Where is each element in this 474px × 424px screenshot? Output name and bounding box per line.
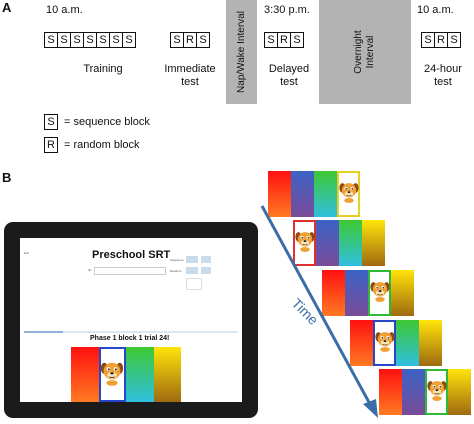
sequence-block: S bbox=[196, 32, 210, 48]
sequence-field[interactable] bbox=[186, 256, 198, 263]
dog-icon bbox=[293, 229, 317, 258]
legend-sequence-text: = sequence block bbox=[64, 116, 150, 128]
random-block: R bbox=[277, 32, 291, 48]
immediate-test-label: Immediate test bbox=[164, 63, 216, 88]
color-card-yellow[interactable] bbox=[153, 347, 181, 402]
random-field[interactable] bbox=[186, 267, 198, 274]
color-card-blue[interactable] bbox=[345, 270, 368, 316]
random-field-2[interactable] bbox=[201, 267, 211, 274]
time-label-24hour: 10 a.m. bbox=[417, 4, 454, 16]
sequence-field-2[interactable] bbox=[201, 256, 211, 263]
progress-bar-fill bbox=[24, 331, 63, 333]
dog-icon bbox=[337, 180, 361, 209]
small-panel bbox=[186, 278, 202, 290]
color-card-yellow[interactable] bbox=[448, 369, 471, 415]
color-card-blue[interactable] bbox=[316, 220, 339, 266]
color-card-yellow[interactable] bbox=[391, 270, 414, 316]
target-card-green[interactable] bbox=[425, 369, 448, 415]
dog-icon bbox=[98, 358, 126, 391]
progress-bar bbox=[24, 331, 238, 333]
delayed-test-label: Delayed test bbox=[268, 63, 310, 88]
sequence-block: S bbox=[122, 32, 136, 48]
trial-row-3 bbox=[322, 270, 414, 316]
color-card-red[interactable] bbox=[379, 369, 402, 415]
sequence-block: S bbox=[290, 32, 304, 48]
time-label-delayed: 3:30 p.m. bbox=[264, 4, 310, 16]
sequence-block: S bbox=[447, 32, 461, 48]
color-card-blue[interactable] bbox=[402, 369, 425, 415]
app-title: Preschool SRT bbox=[92, 249, 171, 261]
id-label: ID: bbox=[88, 268, 92, 272]
panel-b-letter: B bbox=[2, 170, 12, 185]
exit-button[interactable]: Exit bbox=[24, 251, 30, 255]
color-card-green[interactable] bbox=[396, 320, 419, 366]
sequence-label: Sequence bbox=[170, 258, 184, 262]
panel-a-letter: A bbox=[2, 0, 12, 15]
trial-row-2 bbox=[293, 220, 385, 266]
dog-icon bbox=[373, 329, 397, 358]
target-card-blue[interactable] bbox=[373, 320, 396, 366]
color-card-yellow[interactable] bbox=[362, 220, 385, 266]
color-card-red[interactable] bbox=[350, 320, 373, 366]
trial-row-5 bbox=[379, 369, 471, 415]
color-card-red[interactable] bbox=[268, 171, 291, 217]
color-card-red[interactable] bbox=[322, 270, 345, 316]
color-card-green[interactable] bbox=[314, 171, 337, 217]
phase-text: Phase 1 block 1 trial 24! bbox=[90, 335, 170, 342]
training-label: Training bbox=[83, 63, 123, 75]
ipad-device: Exit Preschool SRT ID: Sequence Random P… bbox=[4, 222, 258, 418]
trial-row-4 bbox=[350, 320, 442, 366]
legend-random-symbol: R bbox=[44, 137, 58, 153]
target-card-blue[interactable] bbox=[98, 347, 126, 402]
ipad-screen: Exit Preschool SRT ID: Sequence Random P… bbox=[20, 238, 242, 402]
dog-icon bbox=[425, 378, 449, 407]
target-card-red[interactable] bbox=[293, 220, 316, 266]
target-card-yellow[interactable] bbox=[337, 171, 360, 217]
color-card-green[interactable] bbox=[339, 220, 362, 266]
ipad-card-row bbox=[71, 347, 181, 402]
dog-icon bbox=[368, 279, 392, 308]
legend-sequence-symbol: S bbox=[44, 114, 58, 130]
target-card-green[interactable] bbox=[368, 270, 391, 316]
color-card-blue[interactable] bbox=[291, 171, 314, 217]
trial-row-1 bbox=[268, 171, 360, 217]
overnight-interval: Overnight Interval bbox=[319, 0, 411, 104]
random-label: Random bbox=[170, 269, 182, 273]
24-hour-test-label: 24-hour test bbox=[424, 63, 462, 88]
id-input[interactable] bbox=[94, 267, 166, 275]
time-label-training: 10 a.m. bbox=[46, 4, 83, 16]
nap-wake-interval: Nap/Wake Interval bbox=[226, 0, 257, 104]
legend-random-text: = random block bbox=[64, 139, 140, 151]
color-card-red[interactable] bbox=[71, 347, 99, 402]
color-card-green[interactable] bbox=[126, 347, 154, 402]
color-card-yellow[interactable] bbox=[419, 320, 442, 366]
